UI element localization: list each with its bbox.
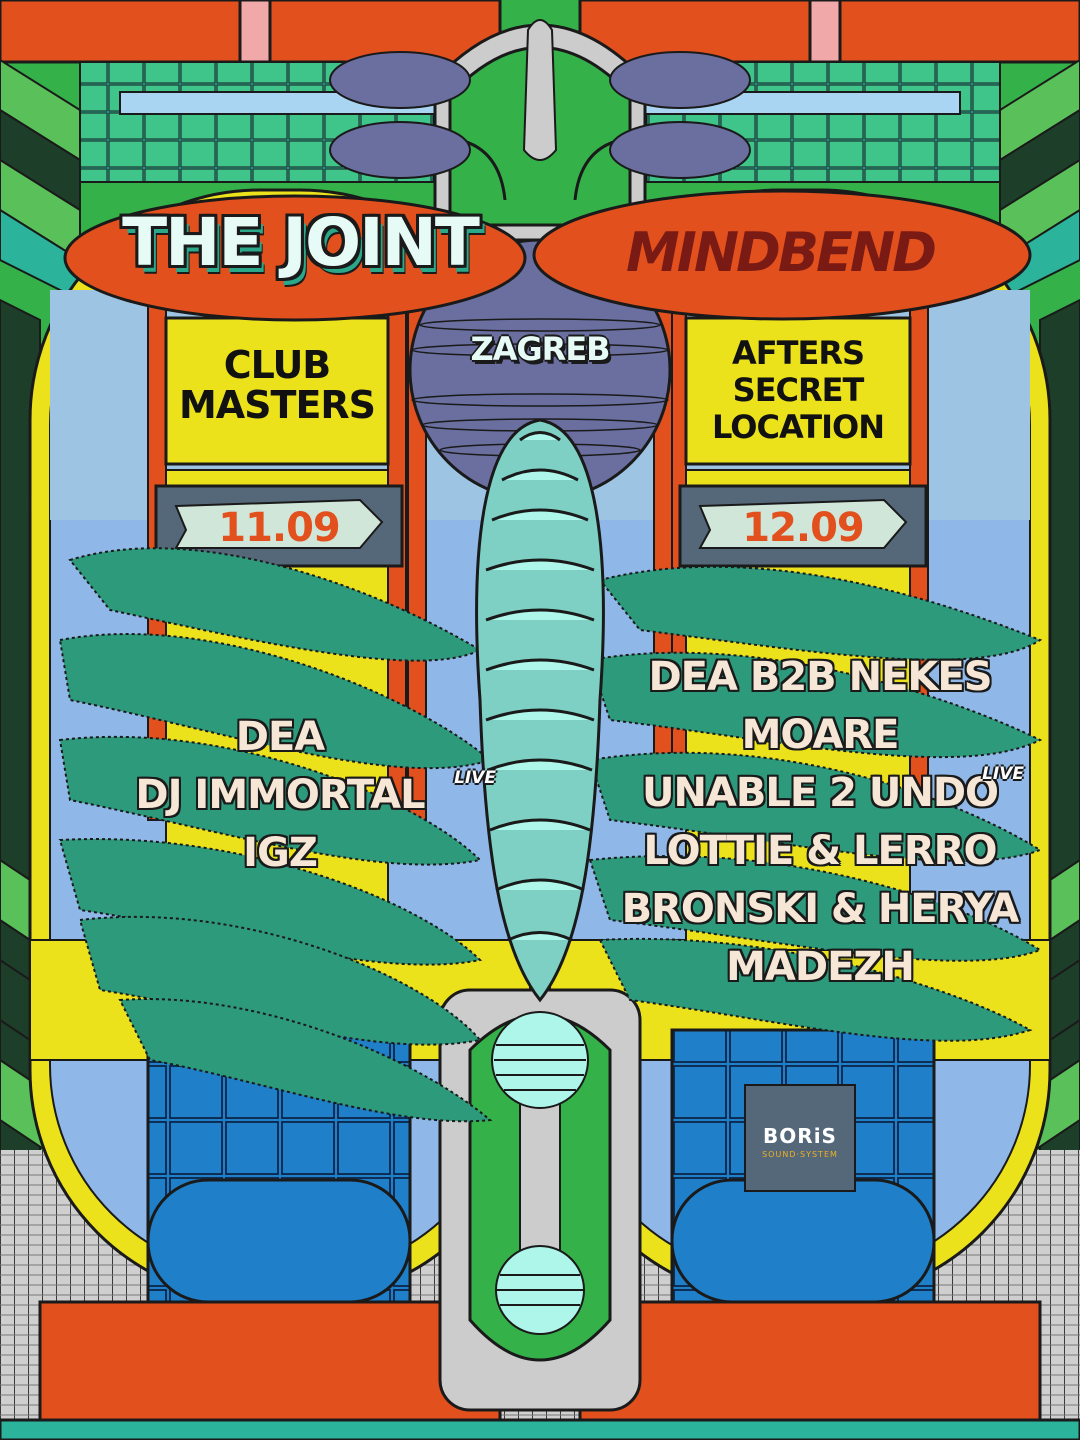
artist-name: DEA B2B NEKES [648,654,992,700]
date-arrow-icon [174,498,384,549]
sponsor-tagline: SOUND·SYSTEM [762,1150,838,1159]
top-capsule [433,19,647,242]
venue-left: CLUB MASTERS [166,345,388,425]
title-oval-left [63,194,527,322]
event-title-left: THE JOINT [122,204,480,281]
artist-name: DJ IMMORTAL LIVE [100,766,496,824]
venue-right-line-2: SECRET [732,371,865,409]
date-plate-right [678,484,928,568]
date-left: 11.09 [218,505,341,551]
lower-spheres [491,1011,589,1335]
live-tag: LIVE [982,764,1024,784]
city-label: ZAGREB [470,330,610,368]
artist-name: IGZ [243,830,318,876]
title-oval-right [532,189,1032,321]
venue-right-line-1: AFTERS [732,334,865,372]
venue-left-line-2: MASTERS [178,383,376,427]
event-title-right: MINDBEND [626,221,937,284]
date-arrow-icon [698,498,908,549]
venue-right-line-3: LOCATION [712,408,885,446]
artist-name: MADEZH [726,944,915,990]
artist-name: DEA [235,714,325,760]
spine-segment-icon [475,418,605,1003]
sponsor-name: BORiS [763,1124,837,1148]
lens-shapes [329,51,751,179]
live-tag: LIVE [454,768,496,788]
bottom-red-blocks [0,1300,1080,1440]
venue-right: AFTERS SECRET LOCATION [686,335,910,446]
date-right: 12.09 [742,505,865,551]
artist-name: LOTTIE & LERRO [643,828,998,874]
artist-name: BRONSKI & HERYA [621,886,1020,932]
lineup-left: DEA DJ IMMORTAL LIVE IGZ [100,708,496,882]
artist-name: MOARE [741,712,900,758]
artist-name-text: UNABLE 2 UNDO [641,770,999,816]
venue-plate-right [684,316,912,466]
sponsor-badge: BORiS SOUND·SYSTEM [744,1084,856,1192]
artist-name-text: DJ IMMORTAL [135,772,425,818]
venue-left-line-1: CLUB [223,343,332,387]
brush-stroke-icon [58,547,1043,1123]
venue-plate-left [164,316,390,466]
